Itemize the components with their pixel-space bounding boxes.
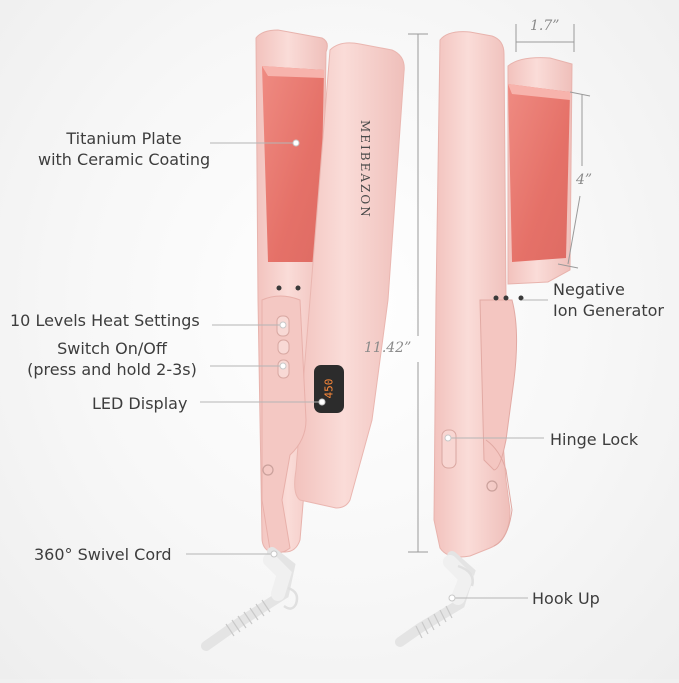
dimension-lines (408, 24, 591, 553)
plate-length-dimension: 4” (576, 172, 593, 188)
titanium-plate-label: Titanium Plate with Ceramic Coating (38, 128, 210, 170)
length-dimension: 11.42” (364, 340, 412, 356)
titanium-plate-side (508, 84, 570, 262)
titanium-plate-line1: Titanium Plate (66, 129, 182, 148)
heat-settings-label: 10 Levels Heat Settings (10, 311, 200, 330)
hook-up-label: Hook Up (532, 589, 600, 608)
plate-width-dimension: 1.7” (530, 18, 560, 34)
negative-ion-label: Negative Ion Generator (553, 279, 664, 321)
swivel-cord (201, 547, 299, 651)
negative-ion-line1: Negative (553, 280, 625, 299)
hook-cord (395, 551, 476, 647)
callout-lines (186, 142, 548, 599)
brand-name: MEIBEAZON (358, 120, 372, 219)
switch-line1: Switch On/Off (57, 339, 167, 358)
straightener-side-view (395, 31, 573, 647)
led-display-label: LED Display (92, 394, 188, 413)
titanium-plate-line2: with Ceramic Coating (38, 150, 211, 169)
display-reading: 450 (322, 378, 336, 399)
switch-line2: (press and hold 2-3s) (27, 360, 197, 379)
negative-ion-line2: Ion Generator (553, 301, 664, 320)
titanium-plate (262, 66, 324, 262)
hinge-lock-label: Hinge Lock (550, 430, 639, 449)
swivel-cord-label: 360° Swivel Cord (34, 545, 172, 564)
switch-label: Switch On/Off (press and hold 2-3s) (14, 338, 210, 380)
